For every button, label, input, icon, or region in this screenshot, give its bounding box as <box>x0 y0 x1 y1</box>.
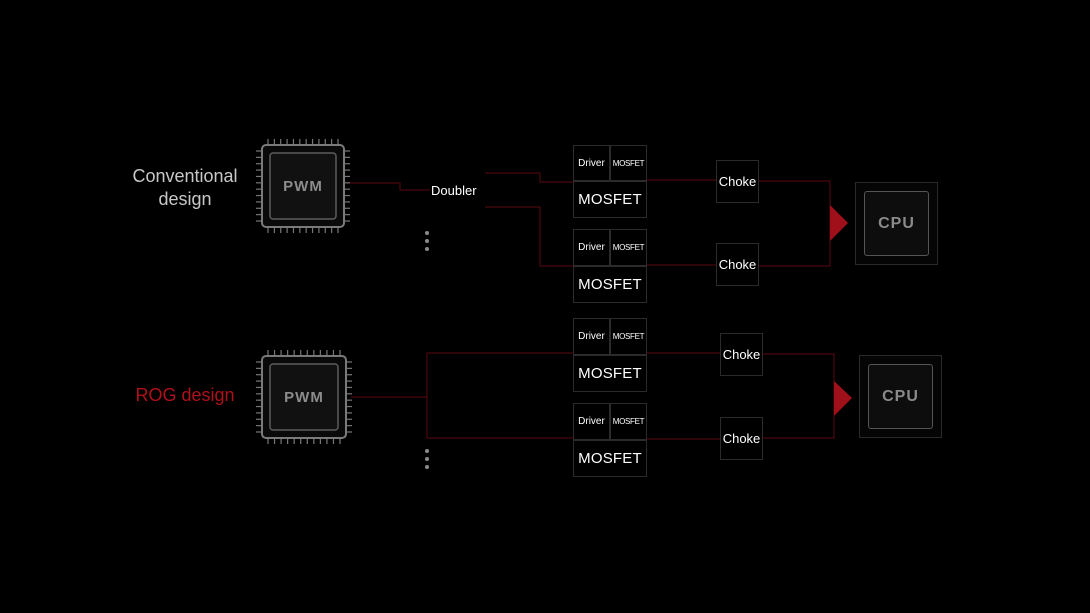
wire-doubler-mosfet-bottom <box>485 206 573 267</box>
driver-box: Driver <box>573 229 610 266</box>
pwm-chip-conventional: PWM <box>256 139 350 233</box>
mosfet-box: MOSFET <box>573 355 647 392</box>
mosfet-small-box: MOSFET <box>610 229 647 266</box>
driver-box: Driver <box>573 403 610 440</box>
more-phases-dots-rog <box>425 449 429 473</box>
choke-box: Choke <box>716 160 759 203</box>
choke-box: Choke <box>720 417 763 460</box>
doubler-label: Doubler <box>431 183 477 198</box>
choke-box: Choke <box>720 333 763 376</box>
cpu-chip-rog: CPU <box>859 355 942 438</box>
mosfet-box: MOSFET <box>573 181 647 218</box>
mosfet-small-box: MOSFET <box>610 145 647 181</box>
wire-choke-merge-rog <box>763 353 835 439</box>
conventional-design-label: Conventional design <box>120 165 250 211</box>
wire-split-mosfets <box>426 352 573 439</box>
wire-doubler-mosfet-top <box>485 172 573 183</box>
mosfet-small-box: MOSFET <box>610 403 647 440</box>
cpu-chip-conventional: CPU <box>855 182 938 265</box>
driver-box: Driver <box>573 145 610 181</box>
rog-design-label: ROG design <box>135 385 235 405</box>
wire-pwm-doubler <box>344 182 430 191</box>
pwm-label-conventional: PWM <box>283 178 323 195</box>
more-phases-dots-conventional <box>425 231 429 255</box>
arrow-rog <box>834 381 852 416</box>
mosfet-box: MOSFET <box>573 266 647 303</box>
choke-box: Choke <box>716 243 759 286</box>
driver-box: Driver <box>573 318 610 355</box>
conventional-label-line-1: Conventional <box>132 166 238 186</box>
mosfet-small-box: MOSFET <box>610 318 647 355</box>
mosfet-box: MOSFET <box>573 440 647 477</box>
rog-wires <box>351 352 835 440</box>
conventional-label-line-2: design <box>158 189 212 209</box>
pwm-chip-rog: PWM <box>256 350 352 444</box>
wire-choke-merge <box>759 180 831 267</box>
cpu-label-conventional: CPU <box>864 191 929 256</box>
pwm-label-rog: PWM <box>284 389 324 406</box>
cpu-label-rog: CPU <box>868 364 933 429</box>
arrow-conventional <box>830 205 848 241</box>
